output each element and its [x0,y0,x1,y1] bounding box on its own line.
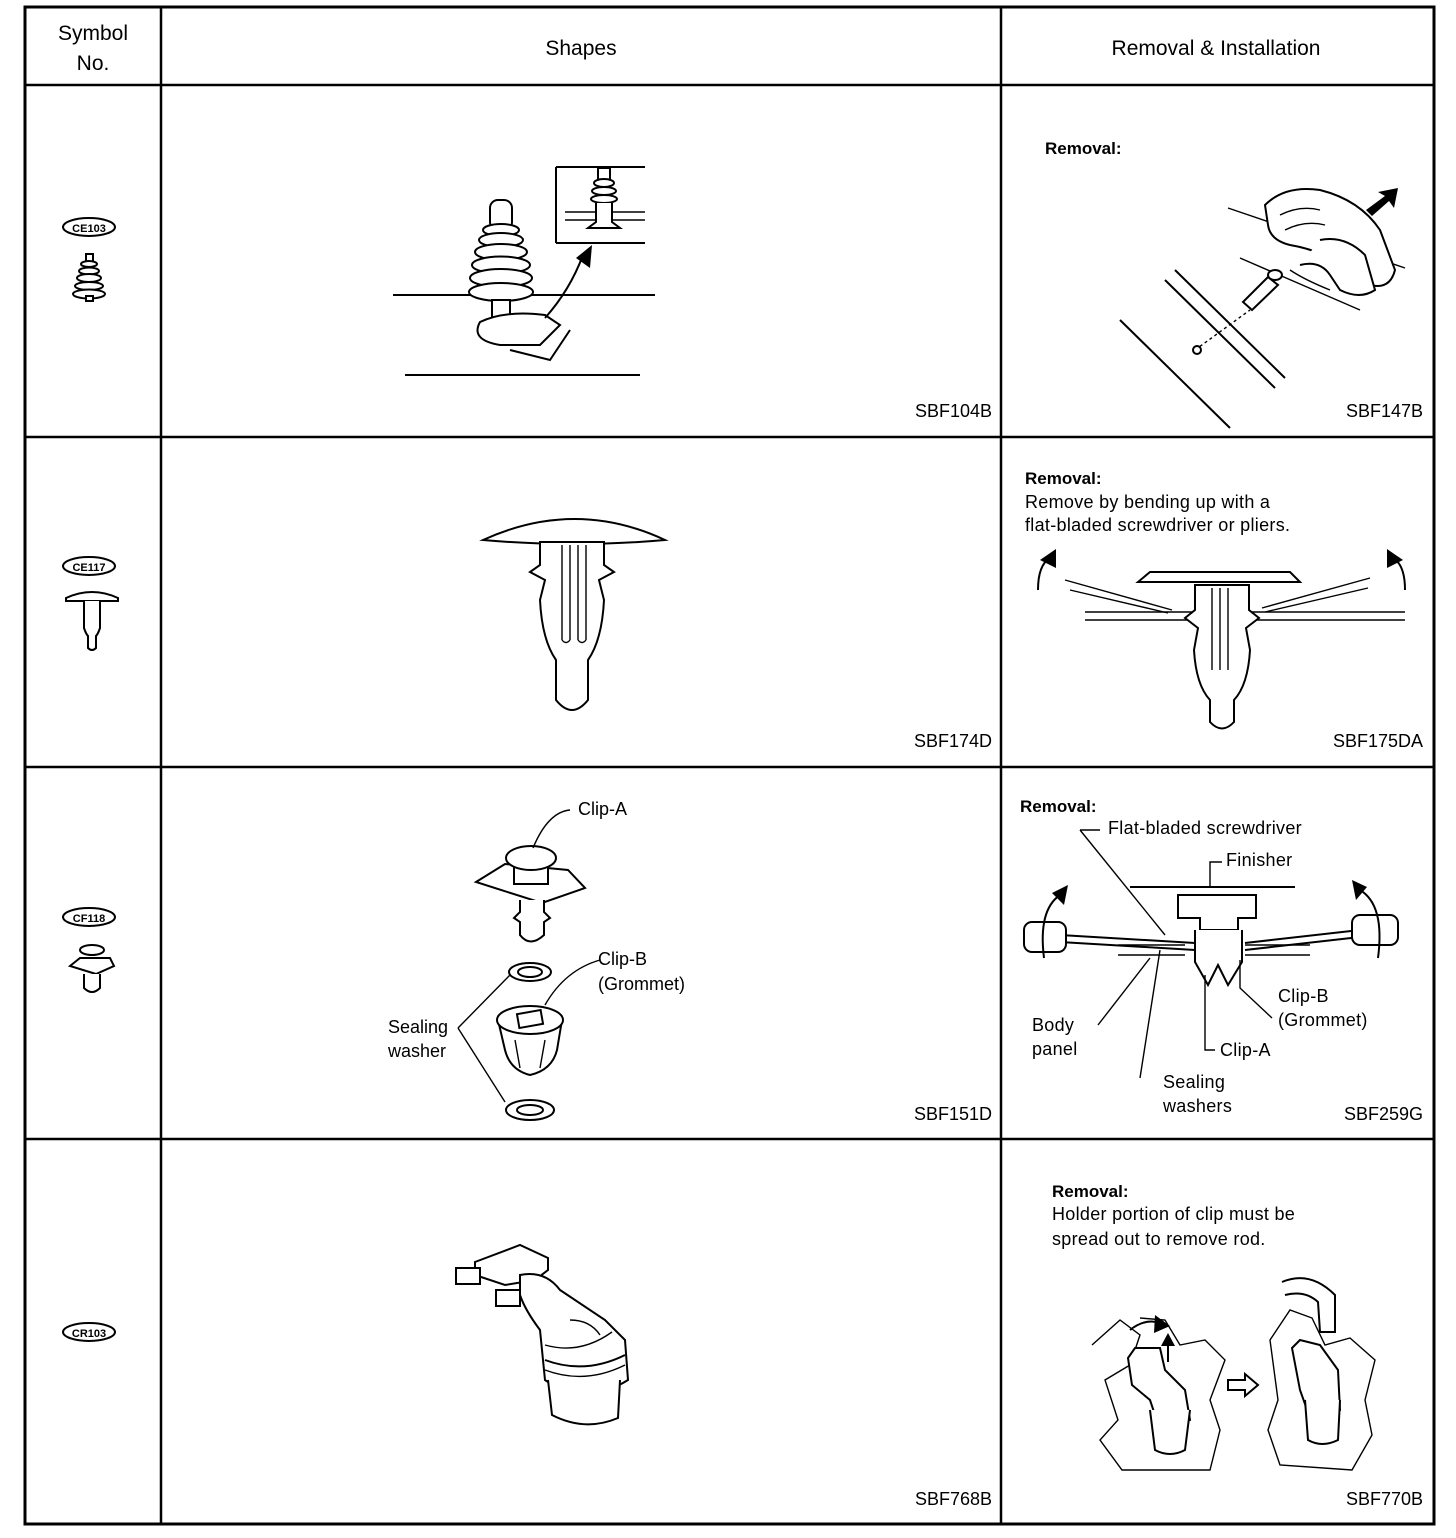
symbol-badge [62,556,116,576]
label-clip-b: Clip-B [598,949,647,969]
removal-ref: SBF175DA [1333,731,1423,751]
removal-text-line: Remove by bending up with a [1025,492,1271,512]
symbol-badge [62,217,116,237]
hand-with-pliers [1263,188,1397,296]
step-one [1091,1315,1226,1471]
removal-illustration [1091,1277,1376,1471]
removal-illustration [1023,829,1399,1079]
row-ce103: CE103 [62,139,1423,429]
symbol-badge [62,907,116,927]
removal-illustration [1119,188,1406,429]
removal-title: Removal: [1052,1182,1129,1201]
push-clip-icon [65,591,119,651]
arrow-curve-right-icon [1352,880,1367,900]
arrow-curve-left-icon [1052,885,1068,905]
header-removal-installation: Removal & Installation [1112,37,1321,60]
removal-illustration [1037,549,1406,730]
label-grommet: (Grommet) [598,974,685,994]
shape-ref: SBF768B [915,1489,992,1509]
screwdriver-handle-left [1023,921,1067,953]
label-finisher: Finisher [1226,850,1292,870]
table-grid [23,5,1436,1526]
label-sealing: Sealing [1163,1072,1225,1092]
symbol-cell: CR103 [62,1322,116,1342]
removal-ref: SBF147B [1346,401,1423,421]
arrow-up-right-icon [1366,188,1398,216]
row-ce117: CE117 SBF174D Removal: Remove by bending… [62,469,1423,751]
arrow-right-icon [1154,1315,1170,1333]
removal-title: Removal: [1020,797,1097,816]
label-screwdriver: Flat-bladed screwdriver [1108,818,1302,838]
shape-ref: SBF104B [915,401,992,421]
symbol-code: CE117 [72,562,105,574]
clip-a [473,845,587,943]
symbol-cell: CF118 [62,907,116,993]
label-clip-a: Clip-A [578,799,627,819]
header-no: No. [77,52,110,75]
arrow-curve-right-icon [1387,549,1403,568]
label-panel: panel [1032,1039,1078,1059]
header-shapes: Shapes [545,37,616,60]
shape-illustration [393,166,655,376]
two-piece-clip-icon [67,944,116,993]
shape-ref: SBF151D [914,1104,992,1124]
step-two [1267,1277,1376,1471]
symbol-code: CR103 [72,1328,106,1340]
clip-b-grommet [496,1005,564,1077]
fir-tree-clip-icon [72,253,106,302]
arrow-up-icon [576,245,592,268]
removal-title: Removal: [1025,469,1102,488]
removal-text-line: spread out to remove rod. [1052,1229,1266,1249]
label-clip-b: Clip-B [1278,986,1329,1006]
label-body: Body [1032,1015,1074,1035]
symbol-code: CE103 [72,223,106,235]
removal-ref: SBF259G [1344,1104,1423,1124]
inset-detail [555,166,645,244]
removal-text-line: Holder portion of clip must be [1052,1204,1295,1224]
removal-text-line: flat-bladed screwdriver or pliers. [1025,515,1290,535]
table-header: Symbol No. Shapes Removal & Installation [58,22,1320,75]
clip-tool [1241,269,1283,312]
row-cf118: CF118 [62,797,1423,1124]
label-washer: washer [387,1041,446,1061]
row-cr103: CR103 SBF768B Removal: Holder portion of… [62,1182,1423,1509]
shape-illustration [455,1243,630,1426]
screwdriver-handle-right [1351,914,1399,946]
arrow-curve-left-icon [1040,549,1056,568]
shape-illustration [457,809,601,1121]
header-symbol: Symbol [58,22,128,45]
label-washers: washers [1162,1096,1232,1116]
shape-illustration [479,518,669,711]
label-sealing: Sealing [388,1017,448,1037]
fir-tree-clip [468,199,571,362]
label-clip-a: Clip-A [1220,1040,1271,1060]
shape-ref: SBF174D [914,731,992,751]
symbol-cell: CE117 [62,556,119,651]
removal-ref: SBF770B [1346,1489,1423,1509]
symbol-badge [62,1322,116,1342]
symbol-code: CF118 [73,913,105,925]
next-step-arrow-icon [1227,1371,1260,1399]
removal-title: Removal: [1045,139,1122,158]
label-grommet: (Grommet) [1278,1010,1368,1030]
symbol-cell: CE103 [62,217,116,302]
arrow-up-icon [1161,1333,1175,1346]
